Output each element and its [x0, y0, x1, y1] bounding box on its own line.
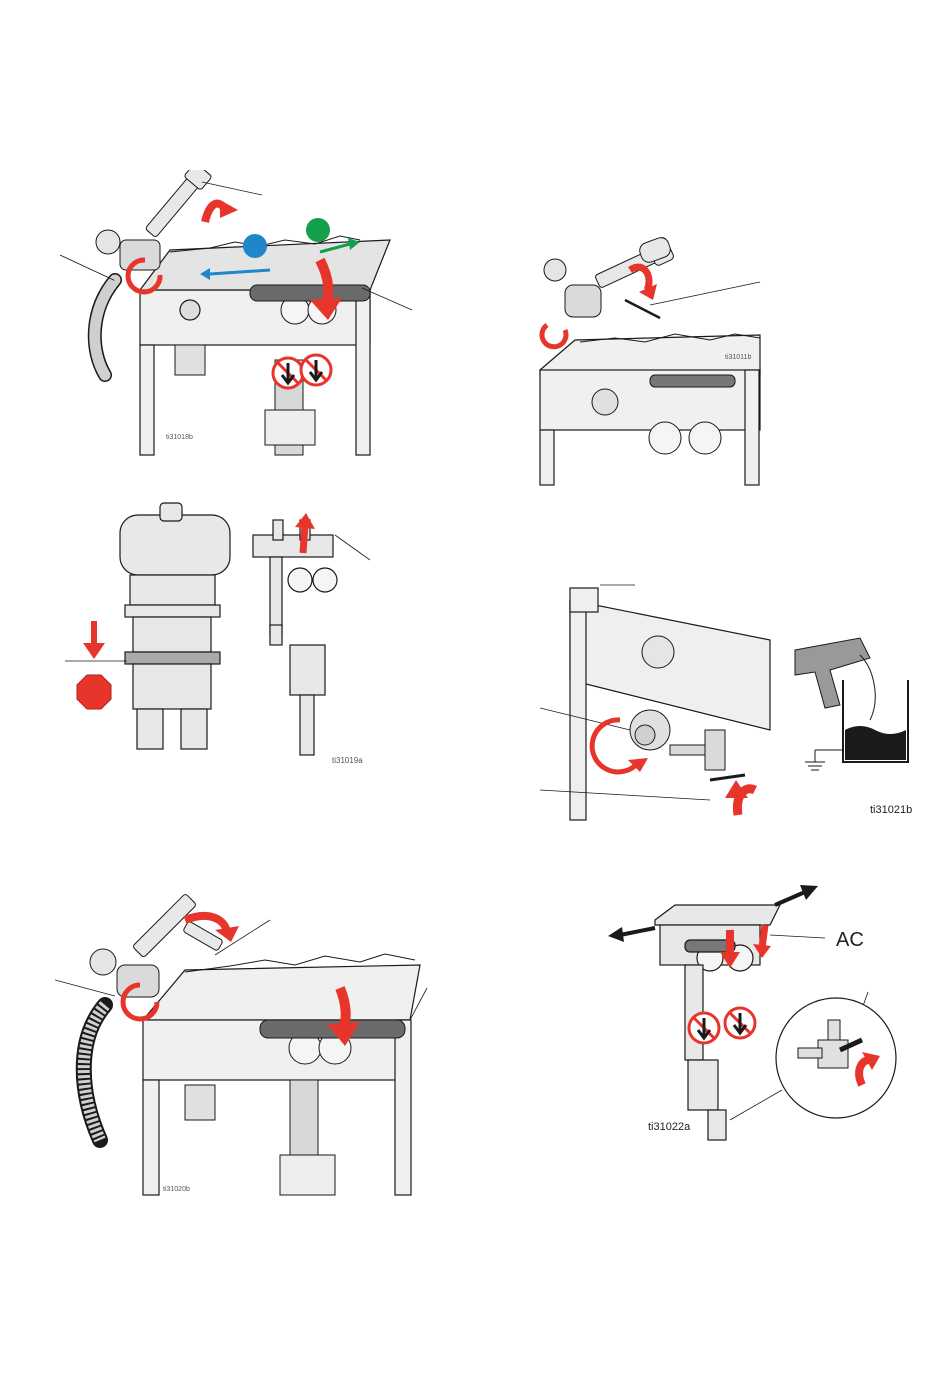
figure-ti31020b-illustration: [55, 880, 435, 1200]
rotate-arrow-icon: [630, 267, 649, 290]
figure-ti31020b: ti31020b: [55, 880, 435, 1200]
figure-id-label: ti31022a: [648, 1121, 690, 1133]
figure-ti31022a-illustration: [600, 880, 900, 1145]
figure-ti31022a: AC ti31022a: [600, 880, 900, 1145]
figure-id-label: ti31020b: [163, 1186, 190, 1193]
figure-ti31018b: ti31018b: [60, 170, 420, 460]
figure-id-label: ti31018b: [166, 434, 193, 441]
figure-ti31021b: ti31021b: [540, 580, 930, 825]
figure-id-label: ti31019a: [332, 756, 363, 765]
figure-ti31021b-illustration: [540, 580, 930, 825]
ground-icon: [805, 750, 843, 770]
prohibited-icon: [273, 358, 303, 388]
figure-ti31019a-illustration: [65, 495, 385, 780]
figure-id-label: ti31021b: [870, 804, 912, 816]
rotate-arrow-icon: [542, 325, 566, 347]
figure-id-label: ti31011b: [725, 354, 751, 361]
prohibited-icon: [725, 1008, 755, 1038]
frame-left-leg: [140, 345, 154, 455]
prohibited-icon: [689, 1013, 719, 1043]
figure-ti31019a: ti31019a: [65, 495, 385, 780]
stop-icon: [77, 675, 111, 709]
blue-dot-icon: [243, 234, 267, 258]
prohibited-icon: [301, 355, 331, 385]
frame-right-leg: [356, 290, 370, 455]
figure-ti31018b-illustration: [60, 170, 420, 460]
callout-label: AC: [836, 929, 864, 952]
figure-ti31011b: ti31011b: [535, 230, 765, 490]
green-dot-icon: [306, 218, 330, 242]
spray-gun-icon: [795, 638, 870, 708]
